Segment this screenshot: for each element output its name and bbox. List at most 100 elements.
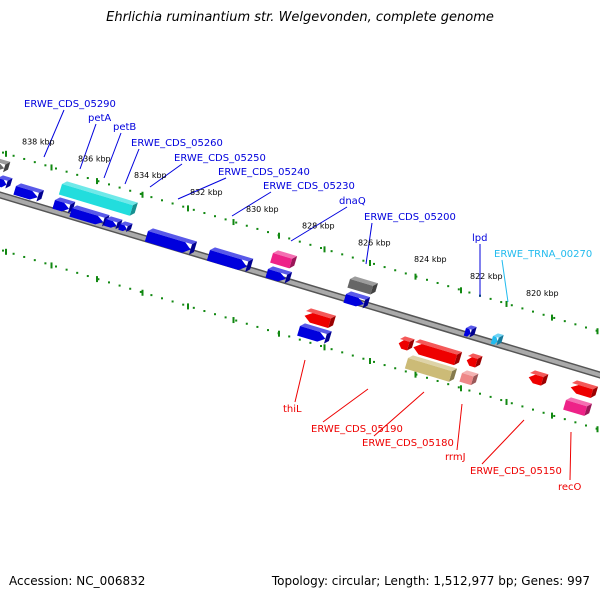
tick-dot-upper [235, 221, 238, 224]
tick-dot-lower [298, 338, 301, 341]
feature-rrna [404, 355, 458, 382]
tick-dot-lower [309, 341, 312, 344]
tick-dot-lower [192, 306, 195, 309]
gene-label: ERWE_CDS_05250 [174, 153, 266, 164]
tick-dot-upper [457, 288, 460, 291]
feature-petA-side [129, 202, 138, 216]
tick-dot-lower [55, 265, 57, 268]
tick-dot-upper [436, 281, 439, 284]
feature-thiL-top-face [304, 313, 331, 329]
feature-petA-face [58, 184, 133, 216]
tick-dot-lower [65, 268, 68, 271]
tick-dot-lower [532, 408, 534, 411]
tick-dot-upper [298, 240, 301, 243]
feature-recO-side [584, 403, 593, 416]
tick-dot-upper [521, 307, 524, 310]
feature-cds-edge [0, 157, 11, 173]
feature-cds-05290-side [36, 190, 44, 202]
tick-dot-upper [532, 310, 534, 313]
tick-dot-lower [129, 287, 132, 290]
feature-cds-05190 [413, 339, 463, 366]
tick-dot-upper [203, 212, 206, 215]
tick-dot-lower [12, 252, 15, 255]
feature-dnaQ [265, 266, 293, 284]
feature-cds-05200-gray-side [370, 283, 378, 295]
tick-dot-upper [585, 326, 587, 329]
feature-recO-top-top [572, 380, 599, 390]
feature-petA [58, 181, 138, 216]
tick-dot-lower [256, 325, 259, 328]
tick-dot-lower [373, 360, 375, 363]
tick-label: 834 kbp [134, 171, 167, 180]
tick-dot-upper [171, 202, 174, 205]
feature-thiL-blue [297, 323, 332, 344]
gene-label: ERWE_CDS_05150 [470, 466, 562, 477]
tick-dot-upper [12, 154, 15, 157]
tick-dot-lower [351, 354, 354, 357]
tick-dot-lower [118, 284, 121, 287]
tick-dot-lower [86, 275, 89, 278]
tick-dot-lower [553, 414, 556, 417]
tick-dot-lower [150, 294, 153, 297]
feature-cds-05240 [206, 247, 254, 273]
feature-recO-top [570, 380, 599, 398]
feature-rrmJ [459, 370, 479, 386]
tick-dot-upper [404, 272, 407, 275]
tick-dot-upper [362, 259, 365, 262]
tick-dot-upper [214, 215, 216, 218]
tick-dot-lower [97, 278, 100, 281]
gene-label: rrmJ [445, 452, 466, 463]
leader-line-layer [43, 109, 572, 481]
tick-dot-lower [404, 370, 407, 373]
leader-line-bottom [322, 388, 369, 423]
tick-dot-upper [2, 151, 4, 154]
tick-dot-upper [267, 231, 269, 234]
leader-line-top [501, 259, 509, 303]
tick-dot-upper [224, 218, 227, 221]
feature-cds-edge-top [0, 157, 11, 165]
tick-label: 836 kbp [78, 154, 111, 163]
tick-label: 824 kbp [414, 255, 447, 264]
tick-dot-lower [2, 249, 4, 252]
tick-dot-upper [394, 269, 397, 272]
tick-dot-upper [129, 189, 132, 192]
tick-dot-upper [139, 192, 142, 195]
tick-dot-lower [436, 379, 439, 382]
tick-dot-lower [341, 351, 344, 354]
tick-dot-lower [320, 345, 322, 347]
feature-cds-edge-face [0, 160, 5, 171]
feature-cds-05200-gray-face [347, 279, 373, 295]
leader-line-top [231, 191, 272, 217]
tick-dot-lower [288, 335, 291, 338]
tick-dot-lower [542, 411, 545, 414]
tick-dot-lower [447, 383, 450, 386]
feature-cds-05290 [13, 183, 44, 202]
tick-dot-upper [86, 177, 89, 180]
feature-cds-05190-side [453, 351, 463, 366]
tick-dot-upper [383, 266, 386, 269]
tick-dot-upper [320, 247, 322, 249]
feature-cds-05180a-side [474, 356, 483, 368]
tick-dot-lower [224, 316, 227, 319]
leader-line-top [290, 206, 348, 242]
feature-cds-05190a-top [400, 336, 415, 342]
feature-cds-edge2-top [0, 175, 13, 181]
feature-rrna-face [404, 358, 453, 382]
gene-label: ERWE_CDS_05180 [362, 438, 454, 449]
tick-dot-upper [108, 183, 110, 186]
feature-cds-05150 [528, 370, 549, 386]
feature-cds-05150-top [530, 370, 549, 378]
feature-recO-face [563, 400, 588, 416]
tick-dot-lower [330, 348, 333, 351]
feature-petB-face [69, 208, 104, 225]
tick-dot-lower [245, 322, 248, 325]
tick-dot-lower [76, 271, 79, 274]
feature-cds-b-top [106, 216, 123, 223]
feature-cds-05180a [466, 353, 483, 368]
tick-dot-lower [457, 386, 460, 389]
feature-dnaQ-top [268, 266, 293, 275]
tick-dot-upper [309, 243, 312, 246]
tick-dot-lower [267, 329, 269, 332]
tick-dot-upper [150, 196, 153, 199]
